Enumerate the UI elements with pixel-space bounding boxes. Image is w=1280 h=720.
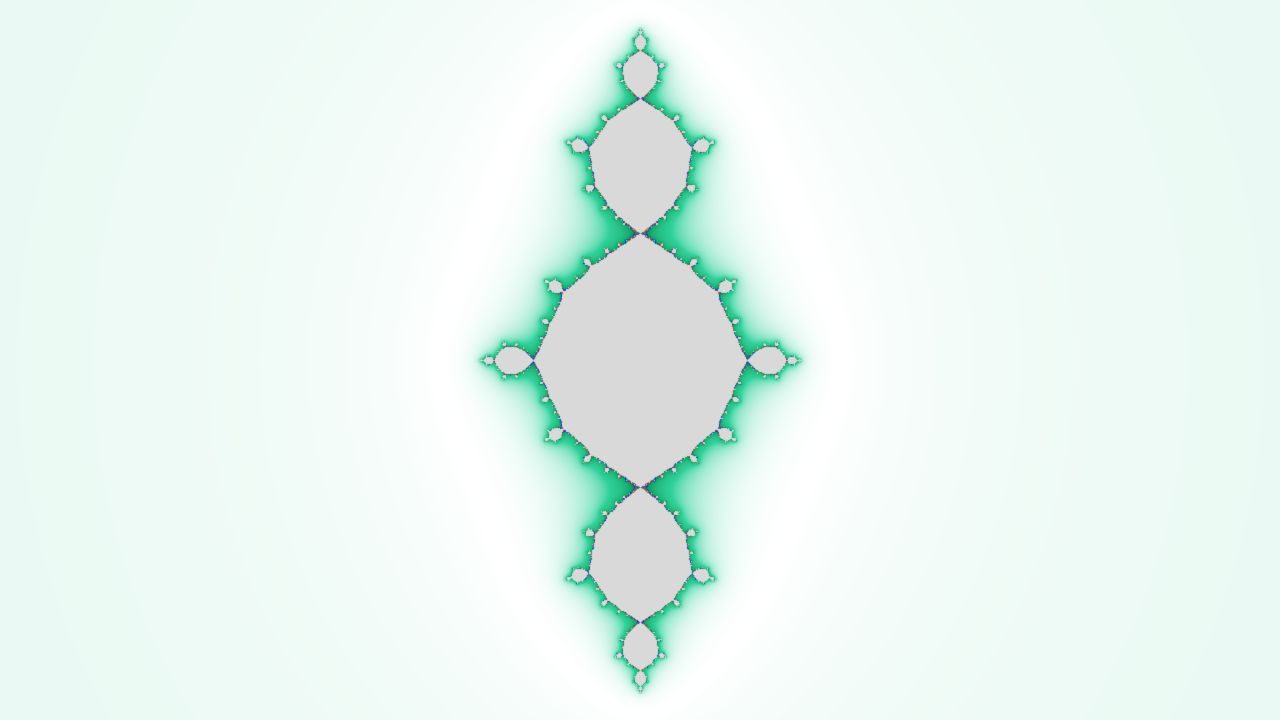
- fractal-viewport: [0, 0, 1280, 720]
- julia-set-image: [0, 0, 1280, 720]
